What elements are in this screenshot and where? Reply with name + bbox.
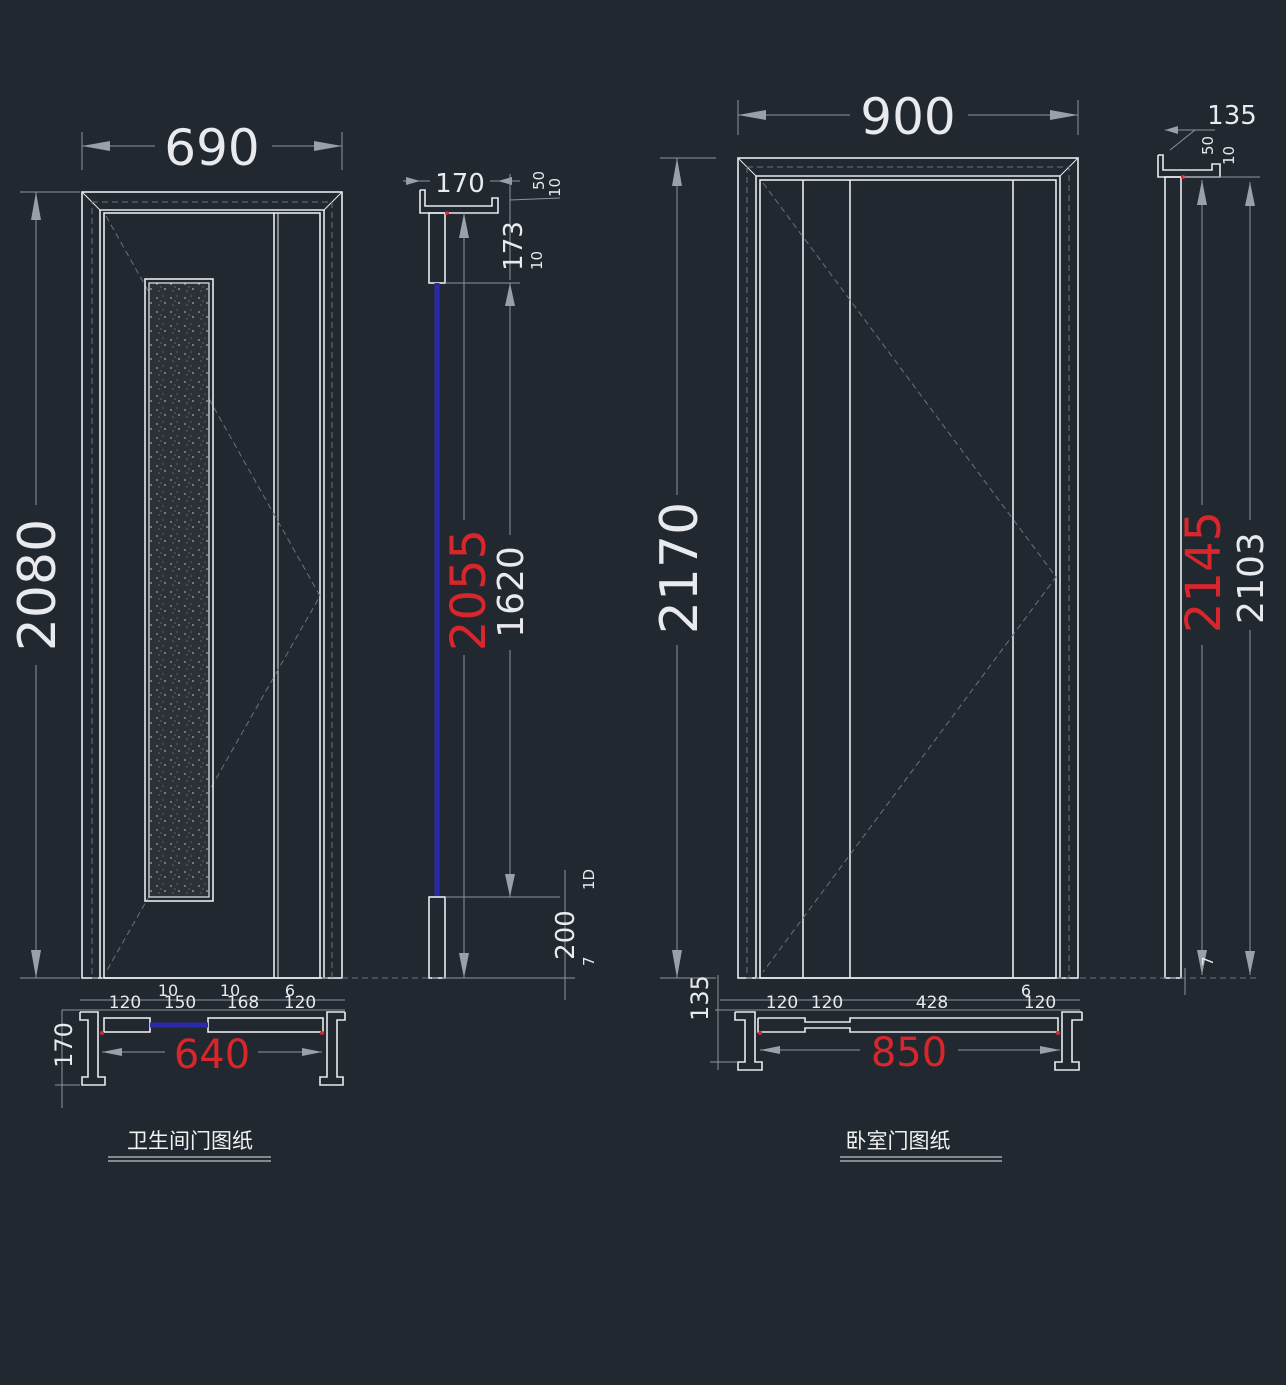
bathroom-height-dim: 2080 xyxy=(8,191,80,979)
bedroom-height-label: 2170 xyxy=(650,502,710,634)
svg-text:10: 10 xyxy=(1220,146,1238,165)
bedroom-frame-inner xyxy=(755,175,1061,978)
bathroom-section-2055: 2055 xyxy=(441,529,497,651)
svg-text:168: 168 xyxy=(227,993,259,1013)
svg-text:6: 6 xyxy=(1021,981,1031,1000)
bathroom-width-label: 690 xyxy=(164,119,259,177)
bathroom-door-elevation xyxy=(81,191,343,979)
bedroom-section-2145: 2145 xyxy=(1176,511,1232,633)
bedroom-width-dim: 900 xyxy=(737,88,1079,146)
bedroom-height-dim: 2170 xyxy=(650,157,716,979)
svg-text:150: 150 xyxy=(164,993,196,1013)
svg-text:7: 7 xyxy=(1199,956,1217,966)
bedroom-width-label: 900 xyxy=(860,88,955,146)
bedroom-frame-outer xyxy=(737,157,1079,979)
bathroom-title: 卫生间门图纸 xyxy=(127,1129,253,1153)
bathroom-glass-frame xyxy=(144,278,214,902)
svg-text:10: 10 xyxy=(158,981,178,1000)
bedroom-swing-lines xyxy=(762,182,1057,973)
svg-text:50: 50 xyxy=(530,171,548,190)
bathroom-height-label: 2080 xyxy=(8,519,68,651)
bathroom-plan-640: 640 xyxy=(174,1032,250,1078)
svg-text:50: 50 xyxy=(1199,136,1217,155)
svg-text:6: 6 xyxy=(285,981,295,1000)
bedroom-title-block: 卧室门图纸 xyxy=(840,1129,1002,1162)
svg-text:120: 120 xyxy=(284,993,316,1013)
bathroom-plan-left-jamb xyxy=(79,1011,106,1086)
bedroom-head-profile xyxy=(1157,154,1221,178)
bathroom-section-173: 173 xyxy=(499,221,529,271)
svg-text:10: 10 xyxy=(220,981,240,1000)
svg-text:10: 10 xyxy=(546,178,564,197)
svg-text:120: 120 xyxy=(811,993,843,1013)
svg-text:135: 135 xyxy=(686,975,714,1021)
bathroom-plan-right-jamb xyxy=(319,1011,346,1086)
svg-text:120: 120 xyxy=(1024,993,1056,1013)
bathroom-section-170: 170 xyxy=(435,169,485,199)
bathroom-door-leaf xyxy=(103,212,321,979)
bathroom-section-bottom-rail xyxy=(428,896,446,979)
svg-text:120: 120 xyxy=(109,993,141,1013)
bedroom-title: 卧室门图纸 xyxy=(846,1129,951,1153)
bathroom-section-200: 200 xyxy=(551,910,581,960)
svg-text:428: 428 xyxy=(916,993,948,1013)
bedroom-door-leaf xyxy=(759,179,1057,979)
svg-text:10: 10 xyxy=(528,251,546,270)
bathroom-title-block: 卫生间门图纸 xyxy=(108,1129,271,1162)
svg-text:7: 7 xyxy=(580,956,598,966)
bathroom-section-top-rail xyxy=(428,212,446,284)
bedroom-section-2103: 2103 xyxy=(1231,532,1272,624)
bathroom-frame-inner xyxy=(99,209,325,978)
svg-text:170: 170 xyxy=(50,1022,78,1068)
bedroom-plan-view: 120 120 428 6 120 850 135 xyxy=(686,975,1083,1076)
bathroom-plan-view: 120 10 150 10 168 6 120 640 170 xyxy=(50,981,346,1108)
bedroom-section-view: 135 50 10 2145 2103 7 xyxy=(1080,101,1272,995)
svg-text:120: 120 xyxy=(766,993,798,1013)
svg-text:1D: 1D xyxy=(580,869,598,890)
bathroom-section-1620: 1620 xyxy=(491,546,532,638)
bedroom-plan-right-jamb xyxy=(1054,1011,1083,1071)
bedroom-door-elevation xyxy=(737,157,1079,979)
bathroom-section-view: 170 50 10 2055 1620 173 10 1D 200 7 xyxy=(342,169,598,1000)
bathroom-width-dim: 690 xyxy=(81,119,343,177)
bedroom-plan-850: 850 xyxy=(871,1030,947,1076)
bedroom-section-135: 135 xyxy=(1207,101,1257,131)
bedroom-plan-left-jamb xyxy=(734,1011,763,1071)
bathroom-glass-panel xyxy=(148,282,210,898)
bathroom-frame-outer xyxy=(81,191,343,979)
